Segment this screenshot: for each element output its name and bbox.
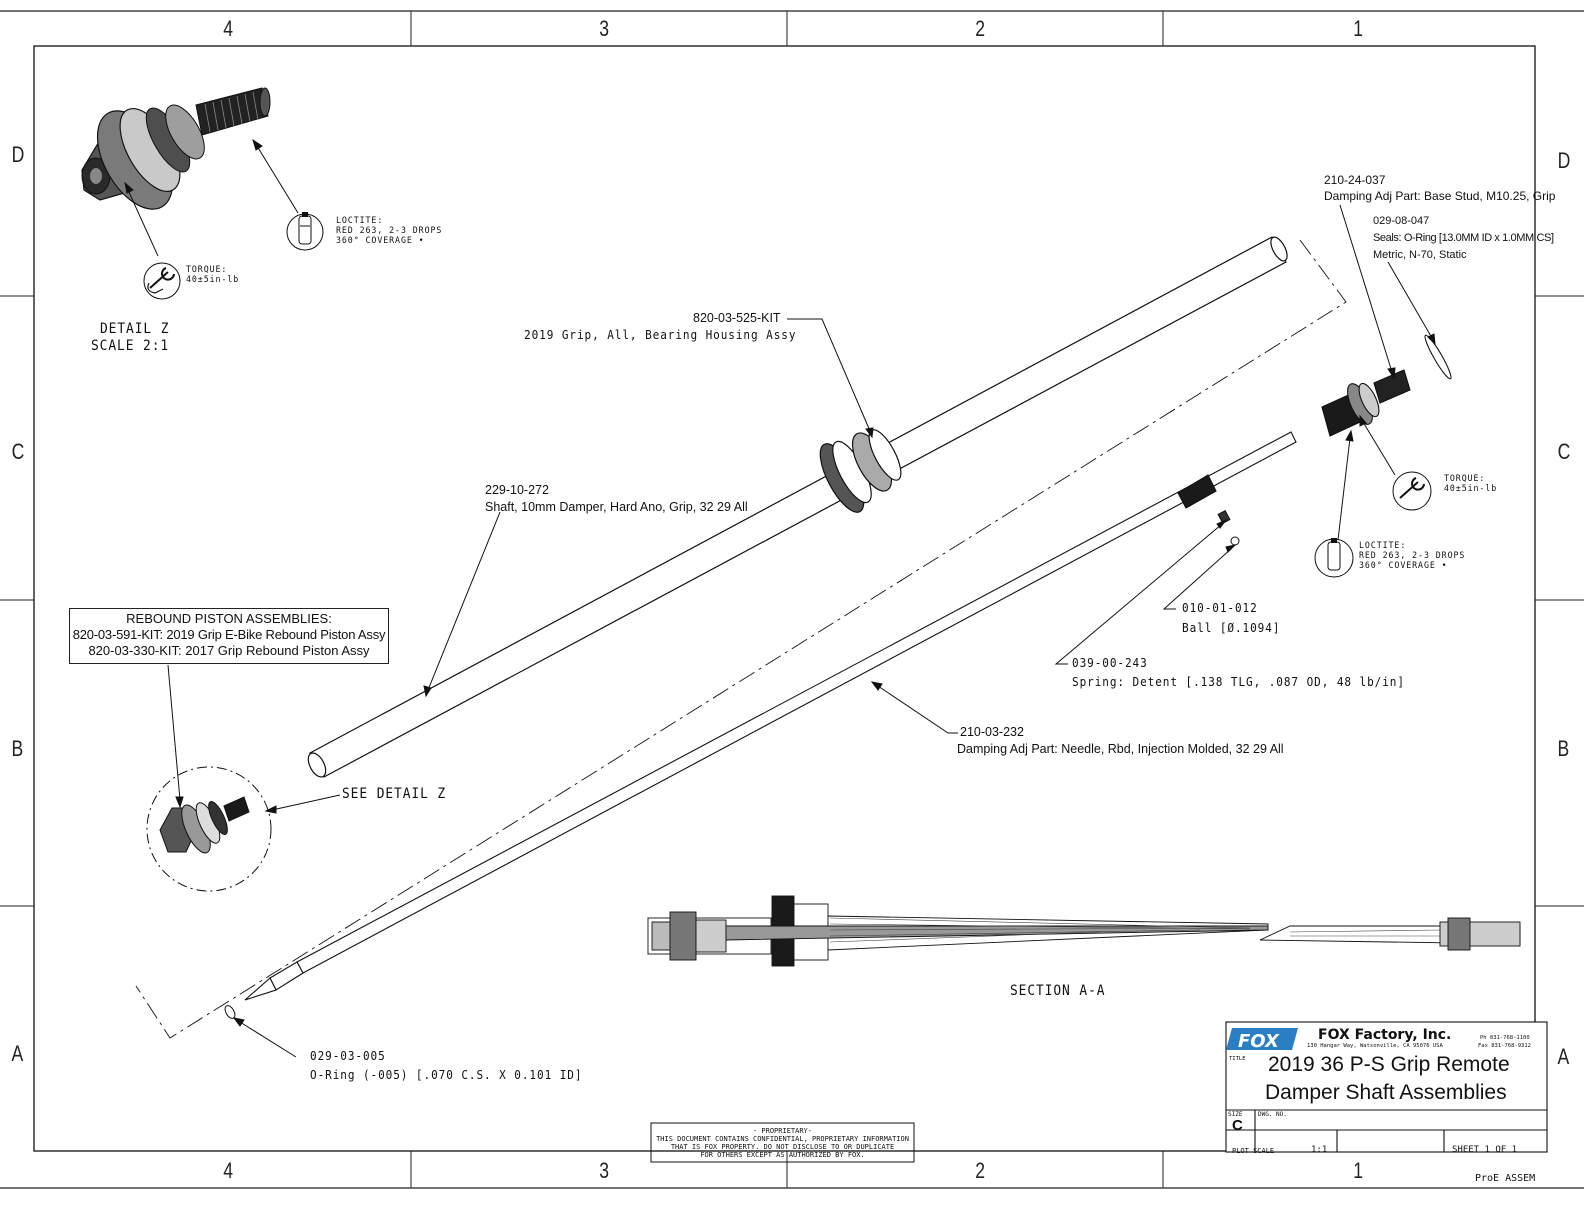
zone-col-2-top: 2 xyxy=(975,16,986,41)
needle-description: Damping Adj Part: Needle, Rbd, Injection… xyxy=(957,742,1284,756)
detail-leaders xyxy=(124,138,299,257)
shaft-description: Shaft, 10mm Damper, Hard Ano, Grip, 32 2… xyxy=(485,500,748,514)
detail-torque-label: TORQUE: xyxy=(186,265,228,275)
zone-col-3-bottom: 3 xyxy=(599,1158,610,1183)
loctite-tube-icon xyxy=(286,212,324,251)
right-torque-label: TORQUE: xyxy=(1444,474,1486,484)
company-address: 130 Hangar Way, Watsonville, CA 95076 US… xyxy=(1307,1043,1443,1049)
sheet-number: SHEET 1 OF 1 xyxy=(1452,1145,1518,1155)
fox-logo: FOX xyxy=(1226,1028,1298,1052)
right-torque-wrench-icon xyxy=(1392,471,1432,511)
spring-part-number: 039-00-243 xyxy=(1072,656,1148,670)
detail-loctite-spec2: 360° COVERAGE • xyxy=(336,236,425,246)
detail-z-assembly xyxy=(81,87,271,210)
section-centerline xyxy=(135,239,1347,1039)
detail-loctite-label: LOCTITE: xyxy=(336,216,384,226)
torque-wrench-icon xyxy=(143,262,181,300)
base-stud xyxy=(1321,334,1452,437)
rebound-title: REBOUND PISTON ASSEMBLIES: xyxy=(126,611,332,626)
right-loctite-spec1: RED 263, 2-3 DROPS xyxy=(1359,551,1466,561)
zone-row-a-right: A xyxy=(1557,1044,1570,1069)
detail-z-title: DETAIL Z xyxy=(100,321,170,337)
zone-col-4-bottom: 4 xyxy=(223,1158,234,1183)
right-torque-value: 40±5in-lb xyxy=(1444,484,1498,494)
drawing-number-label: DWG. NO. xyxy=(1258,1111,1287,1118)
company-fax: Fax 831-768-9312 xyxy=(1478,1043,1531,1049)
ball-part-number: 010-01-012 xyxy=(1182,601,1258,615)
base-stud-description: Damping Adj Part: Base Stud, M10.25, Gri… xyxy=(1324,189,1556,203)
plot-scale-label: PLOT SCALE xyxy=(1232,1147,1275,1155)
proprietary-frame xyxy=(650,1122,915,1163)
svg-text:FOX: FOX xyxy=(1238,1031,1280,1052)
zone-row-d-left: D xyxy=(11,142,25,167)
proe-assem: ProE ASSEM xyxy=(1475,1173,1536,1184)
zone-row-b-left: B xyxy=(11,736,24,761)
right-loctite-spec2: 360° COVERAGE • xyxy=(1359,561,1448,571)
size-label: SIZE xyxy=(1228,1111,1243,1118)
detail-loctite-spec1: RED 263, 2-3 DROPS xyxy=(336,226,443,236)
damper-shaft xyxy=(307,236,1288,778)
detent-spring-ball xyxy=(1217,510,1240,546)
spring-description: Spring: Detent [.138 TLG, .087 OD, 48 lb… xyxy=(1072,675,1405,689)
zone-row-a-left: A xyxy=(11,1041,24,1066)
proprietary-heading: - PROPRIETARY- xyxy=(752,1127,812,1135)
title-block-frame xyxy=(1225,1021,1548,1153)
proprietary-line-2: THAT IS FOX PROPERTY. DO NOT DISCLOSE TO… xyxy=(670,1143,895,1151)
size-value: C xyxy=(1232,1117,1243,1134)
zone-col-4-top: 4 xyxy=(223,16,234,41)
small-o-ring-part-number: 029-03-005 xyxy=(310,1049,386,1063)
bearing-housing-description: 2019 Grip, All, Bearing Housing Assy xyxy=(524,328,797,342)
see-detail-z: SEE DETAIL Z xyxy=(342,786,447,802)
shaft-part-number: 229-10-272 xyxy=(485,483,549,497)
zone-row-c-left: C xyxy=(11,439,25,464)
drawing-title-line-2: Damper Shaft Assemblies xyxy=(1265,1081,1507,1104)
detail-z-scale: SCALE 2:1 xyxy=(91,338,170,354)
rebound-piston-detail-circle xyxy=(146,766,272,892)
zone-col-1-top: 1 xyxy=(1353,16,1364,41)
right-loctite-label: LOCTITE: xyxy=(1359,541,1407,551)
small-o-ring xyxy=(224,1005,236,1019)
zone-row-d-right: D xyxy=(1557,148,1571,173)
company-name: FOX Factory, Inc. xyxy=(1318,1027,1452,1043)
needle-part-number: 210-03-232 xyxy=(960,725,1024,739)
rebound-needle xyxy=(244,431,1297,1001)
o-ring-description-1: Seals: O-Ring [13.0MM ID x 1.0MM CS] xyxy=(1373,232,1554,244)
zone-row-b-right: B xyxy=(1557,736,1570,761)
right-loctite-tube-icon xyxy=(1314,538,1354,578)
rebound-piston-box: REBOUND PISTON ASSEMBLIES: 820-03-591-KI… xyxy=(69,608,389,664)
zone-col-2-bottom: 2 xyxy=(975,1158,986,1183)
base-stud-part-number: 210-24-037 xyxy=(1324,173,1386,187)
company-phone: Ph 831-768-1100 xyxy=(1480,1035,1530,1041)
leader-lines xyxy=(167,204,1436,1058)
bearing-housing-part-number: 820-03-525-KIT xyxy=(693,311,781,325)
drawing-title-line-1: 2019 36 P-S Grip Remote xyxy=(1268,1053,1510,1076)
ball-description: Ball [Ø.1094] xyxy=(1182,621,1281,635)
proprietary-line-1: THIS DOCUMENT CONTAINS CONFIDENTIAL, PRO… xyxy=(656,1135,909,1143)
sheet-border xyxy=(0,10,1584,1189)
zone-col-3-top: 3 xyxy=(599,16,610,41)
o-ring-part-number: 029-08-047 xyxy=(1373,215,1430,227)
section-a-a-view xyxy=(647,895,1521,967)
rebound-line-1: 820-03-591-KIT: 2019 Grip E-Bike Rebound… xyxy=(72,627,386,642)
zone-col-1-bottom: 1 xyxy=(1353,1158,1364,1183)
bearing-housing xyxy=(819,429,902,513)
zone-row-c-right: C xyxy=(1557,439,1571,464)
detail-torque-value: 40±5in-lb xyxy=(186,275,240,285)
title-tag: TITLE xyxy=(1229,1056,1246,1062)
rebound-line-2: 820-03-330-KIT: 2017 Grip Rebound Piston… xyxy=(88,643,370,658)
rebound-piston-assembly xyxy=(159,796,250,854)
small-o-ring-description: O-Ring (-005) [.070 C.S. X 0.101 ID] xyxy=(310,1068,583,1082)
proprietary-line-3: FOR OTHERS EXCEPT AS AUTHORIZED BY FOX. xyxy=(700,1151,865,1159)
proprietary-notice: - PROPRIETARY- THIS DOCUMENT CONTAINS CO… xyxy=(652,1124,913,1164)
o-ring-description-2: Metric, N-70, Static xyxy=(1373,249,1467,261)
section-a-a-label: SECTION A-A xyxy=(1010,983,1106,999)
plot-scale-value: 1:1 xyxy=(1311,1145,1328,1155)
